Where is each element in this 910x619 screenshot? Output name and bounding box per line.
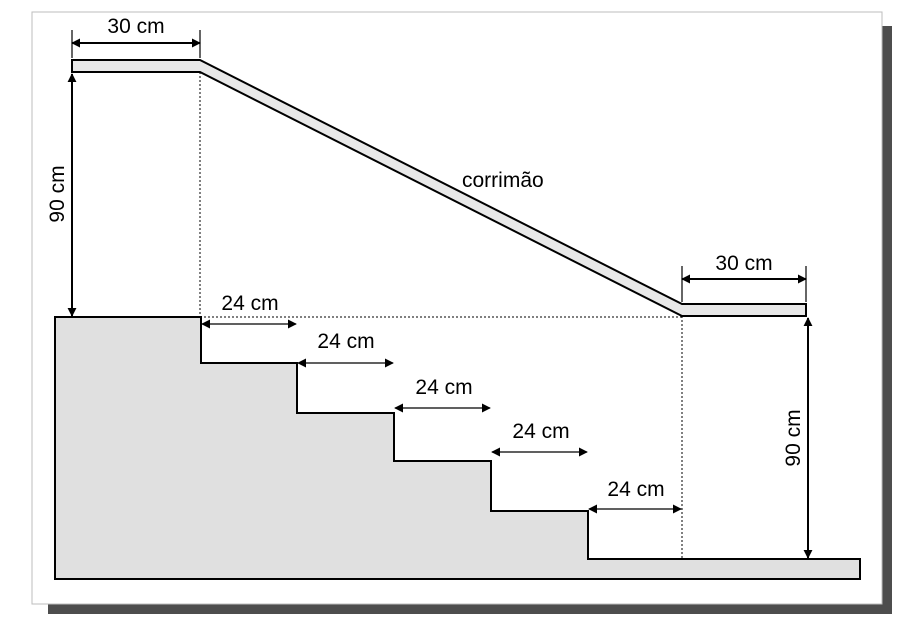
dimension-label-tread-5: 24 cm [607,478,664,501]
dimension-label-left-90: 90 cm [46,165,69,222]
dimension-label-bottom-30: 30 cm [715,252,772,275]
handrail [71,59,807,317]
dimension-label-right-90: 90 cm [782,409,805,466]
dimension-label-tread-2: 24 cm [317,330,374,353]
dimension-label-tread-4: 24 cm [512,420,569,443]
handrail-label: corrimão [462,169,544,192]
stair-block [54,316,861,580]
dimension-label-top-30: 30 cm [107,15,164,38]
dimension-label-tread-1: 24 cm [221,292,278,315]
dimension-label-tread-3: 24 cm [415,376,472,399]
